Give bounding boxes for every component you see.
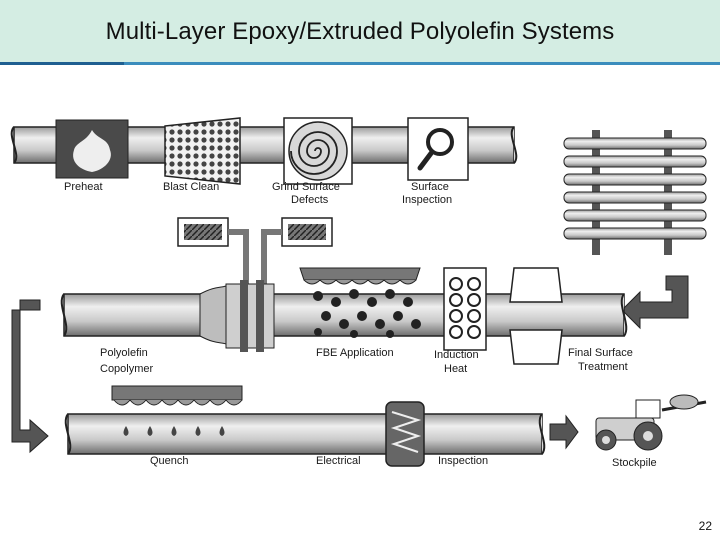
right-arrow-icon: [549, 414, 579, 450]
label-final-line2: Treatment: [578, 361, 628, 373]
label-blast-clean: Blast Clean: [163, 181, 219, 193]
pipe-row3: [64, 413, 546, 455]
grinder-spiral-icon: [290, 131, 338, 175]
quench-header: [111, 385, 243, 436]
final-treatment-station: [509, 267, 563, 365]
process-diagram-svg: Preheat Blast Clean Grind Surface Defect…: [10, 117, 707, 469]
label-grind-line2: Defects: [291, 194, 329, 206]
holiday-detector: [385, 401, 425, 467]
process-diagram: Preheat Blast Clean Grind Surface Defect…: [0, 80, 720, 480]
label-inspection: Inspection: [438, 455, 488, 467]
label-fbe-application: FBE Application: [316, 347, 394, 359]
surface-inspection-station: [407, 117, 469, 181]
pipe-rack: [563, 130, 707, 255]
label-polyolefin-line2: Copolymer: [100, 363, 154, 375]
label-surface-line1: Surface: [411, 181, 449, 193]
label-final-line1: Final Surface: [568, 347, 633, 359]
title-bar: Multi-Layer Epoxy/Extruded Polyolefin Sy…: [0, 0, 720, 65]
fbe-powder-particles: [313, 289, 421, 338]
label-electrical: Electrical: [316, 455, 361, 467]
label-polyolefin-line1: Polyolefin: [100, 347, 148, 359]
extruder-heads: [177, 217, 333, 352]
page-number: 22: [698, 519, 712, 533]
flame-icon: [73, 130, 111, 172]
return-arrow-icon: [621, 275, 689, 330]
fbe-spray-hood: [299, 267, 421, 285]
label-quench: Quench: [150, 455, 189, 467]
stockpile-tractor-icon: [595, 394, 707, 451]
label-surface-line2: Inspection: [402, 194, 452, 206]
label-grind-line1: Grind Surface: [272, 181, 340, 193]
title-accent-rule: [0, 62, 124, 65]
grind-station: [283, 117, 353, 185]
induction-coil: [443, 267, 487, 351]
down-arrow-icon: [11, 299, 49, 454]
magnifier-icon: [426, 128, 454, 156]
slide-title: Multi-Layer Epoxy/Extruded Polyolefin Sy…: [105, 18, 615, 45]
label-stockpile: Stockpile: [612, 457, 657, 469]
label-induction-line2: Heat: [444, 363, 467, 375]
preheat-station: [55, 119, 129, 179]
blast-clean-station: [164, 117, 241, 185]
label-preheat: Preheat: [64, 181, 103, 193]
label-induction-line1: Induction: [434, 349, 479, 361]
